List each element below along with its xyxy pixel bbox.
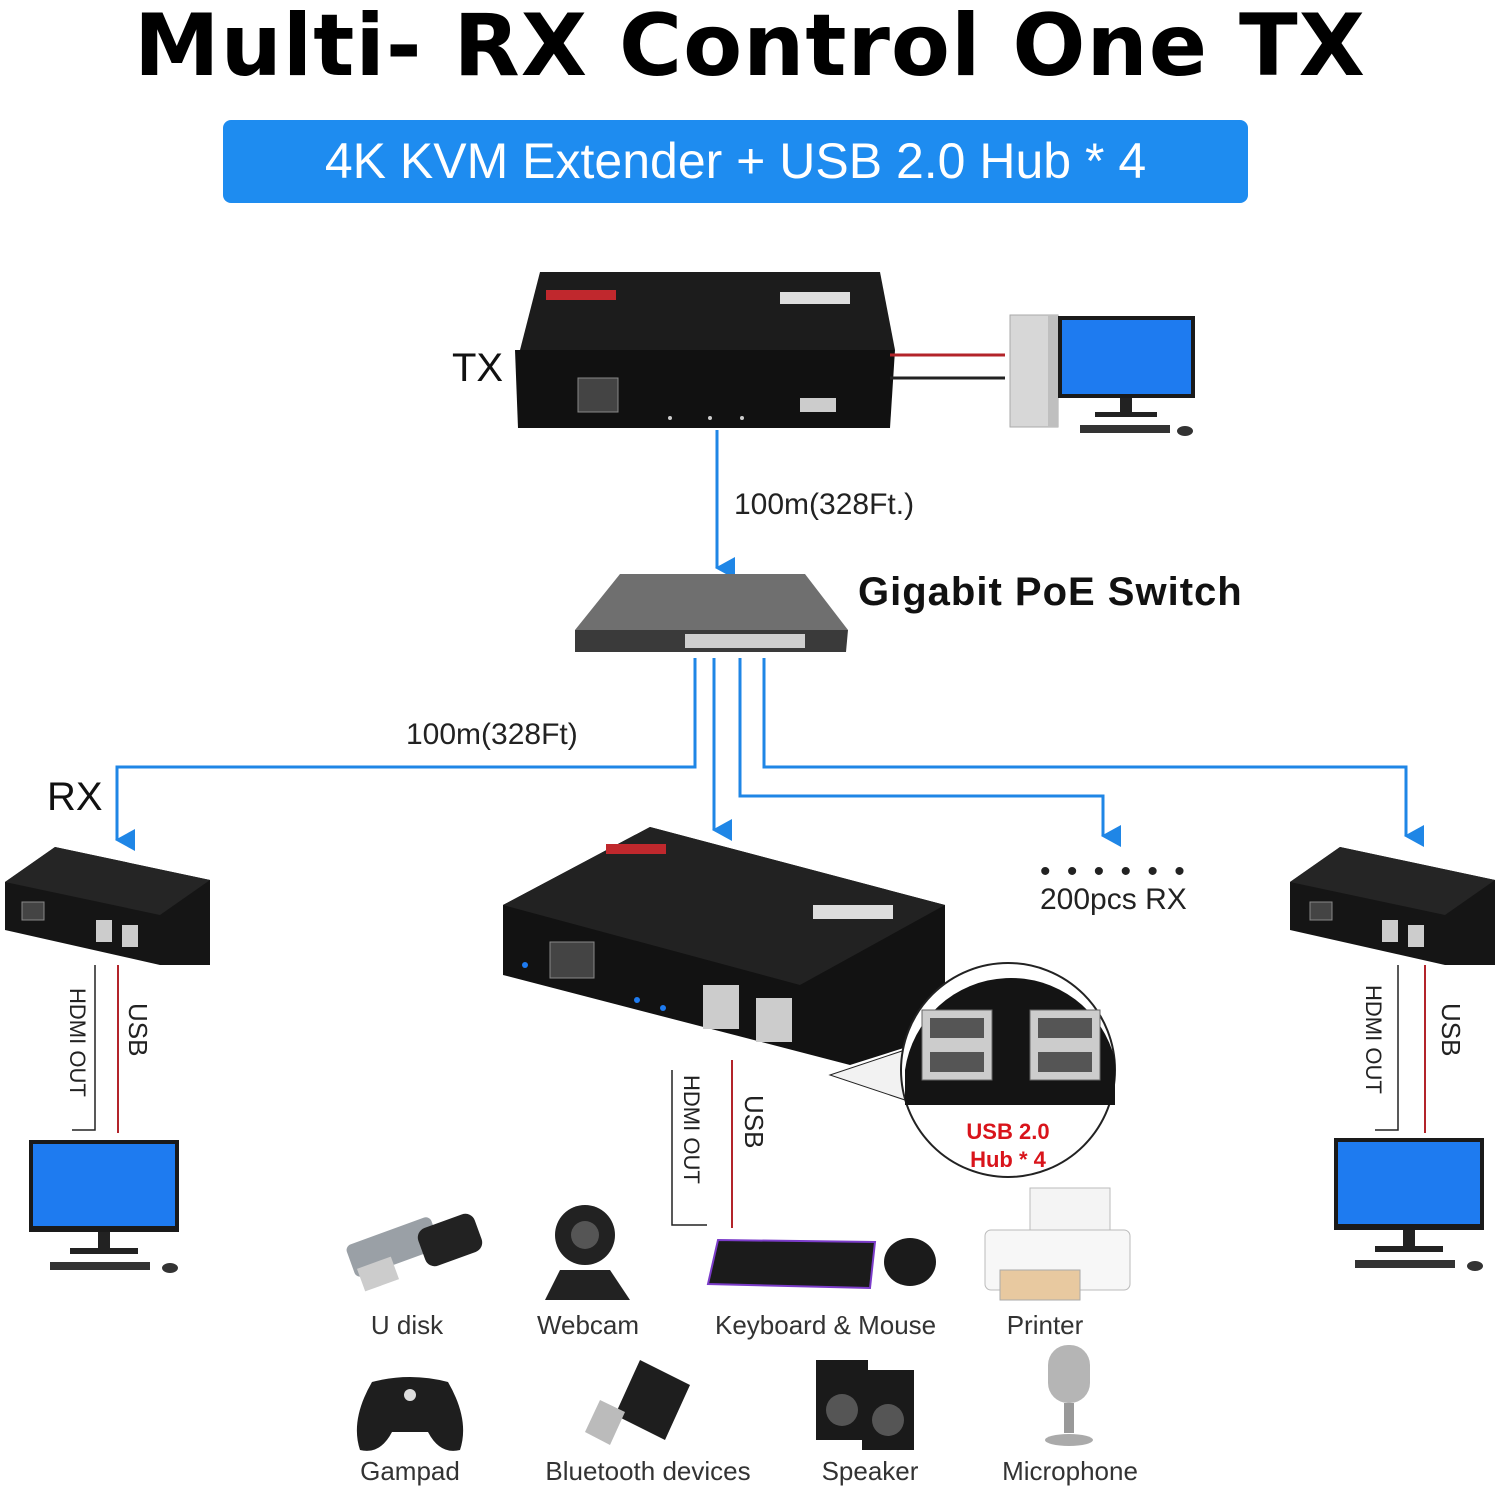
keyboard-mouse-icon (708, 1238, 936, 1288)
usb-drive-icon (345, 1211, 485, 1291)
microphone-icon (1045, 1345, 1093, 1446)
tx-label: TX (452, 346, 503, 391)
webcam-icon (545, 1205, 630, 1300)
usb-hub-line1: USB 2.0 (948, 1118, 1068, 1146)
pc-monitor (1058, 316, 1195, 436)
hdmi-out-right: HDMI OUT (1360, 985, 1386, 1094)
usb-left: USB (122, 1003, 153, 1056)
device-label-speaker: Speaker (760, 1456, 980, 1487)
rx-device-left (5, 847, 210, 965)
printer-icon (985, 1188, 1130, 1300)
usb-center: USB (738, 1095, 769, 1148)
device-label-gamepad: Gampad (300, 1456, 520, 1487)
device-label-webcam: Webcam (478, 1310, 698, 1341)
device-label-microphone: Microphone (960, 1456, 1180, 1487)
usb-hub-caption: USB 2.0 Hub * 4 (948, 1118, 1068, 1174)
device-label-printer: Printer (935, 1310, 1155, 1341)
rx-count-label: 200pcs RX (1040, 883, 1187, 917)
device-label-bluetooth: Bluetooth devices (538, 1456, 758, 1487)
usb-hub-line2: Hub * 4 (948, 1146, 1068, 1174)
hdmi-out-left: HDMI OUT (64, 988, 90, 1097)
speaker-icon (816, 1360, 914, 1450)
rx-device-right (1290, 847, 1495, 965)
usb-right: USB (1435, 1003, 1466, 1056)
pc-tower (1010, 315, 1058, 427)
bluetooth-dongle-icon (585, 1360, 690, 1445)
tx-distance-label: 100m(328Ft.) (734, 488, 914, 522)
rx-distance-label: 100m(328Ft) (406, 718, 578, 752)
monitor-left (29, 1140, 179, 1273)
tx-device (515, 272, 895, 428)
gamepad-icon (357, 1377, 463, 1451)
poe-switch (575, 574, 848, 652)
hdmi-out-center: HDMI OUT (678, 1075, 704, 1184)
rx-device-center (503, 827, 945, 1065)
device-label-keyboard-mouse: Keyboard & Mouse (715, 1310, 935, 1341)
switch-label: Gigabit PoE Switch (858, 570, 1243, 615)
rx-label: RX (47, 775, 103, 820)
monitor-right (1334, 1138, 1484, 1271)
